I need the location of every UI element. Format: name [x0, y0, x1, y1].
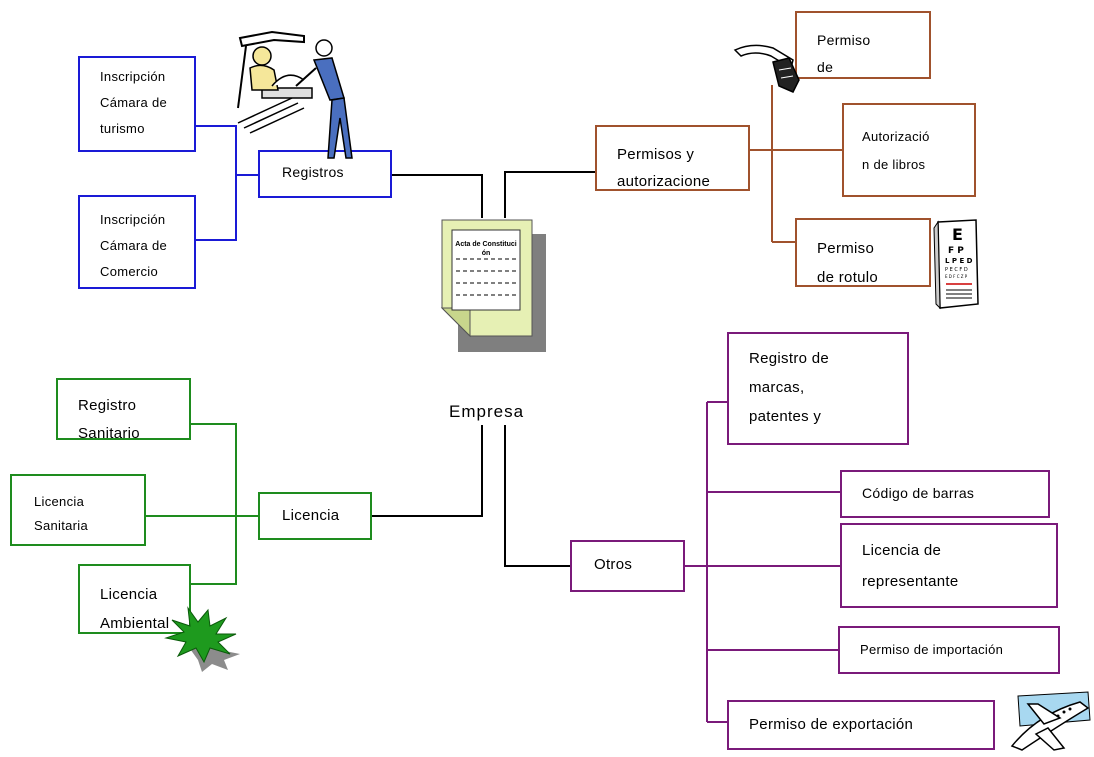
- registro-sanitario-box: Registro Sanitario: [56, 378, 191, 440]
- box-label: Registros: [282, 164, 344, 180]
- box-line: Permiso: [817, 32, 871, 48]
- box-line: de rotulo: [817, 269, 879, 286]
- box-line: Cámara de: [100, 238, 168, 253]
- svg-text:E D F C Z P: E D F C Z P: [945, 274, 968, 279]
- box-line: patentes y: [749, 408, 822, 425]
- box-line: Inscripción: [100, 212, 166, 227]
- box-line: Licencia: [100, 586, 158, 603]
- box-line: Ambiental: [100, 615, 170, 632]
- box-line: Permiso de exportación: [749, 716, 914, 733]
- licencia-representante-box: Licencia de representante: [840, 523, 1058, 608]
- box-line: autorizacione: [617, 173, 711, 190]
- box-line: n de libros: [862, 157, 926, 172]
- box-line: Comercio: [100, 264, 159, 279]
- plant-icon: [158, 606, 253, 679]
- box-label: Licencia: [282, 507, 340, 524]
- box-line: Autorizació: [862, 129, 930, 144]
- document-title: Acta de Constituci ón: [455, 241, 517, 257]
- box-line: representante: [862, 573, 959, 590]
- licencia-ambiental-box: Licencia Ambiental: [78, 564, 191, 634]
- box-line: de: [817, 59, 834, 75]
- box-line: Permiso de importación: [860, 642, 1004, 657]
- box-line: Inscripción: [100, 69, 166, 84]
- svg-text:L P E D: L P E D: [945, 257, 973, 265]
- registros-box: Registros: [258, 150, 392, 198]
- box-line: Permisos y: [617, 146, 695, 163]
- autorizacion-libros-box: Autorizació n de libros: [842, 103, 976, 197]
- eye-chart-icon: E F P L P E D P E C F D E D F C Z P: [932, 218, 980, 315]
- svg-text:P E C F D: P E C F D: [945, 267, 968, 273]
- meeting-clipart-icon: [232, 28, 362, 168]
- box-line: Cámara de: [100, 95, 168, 110]
- permiso-de-box: Permiso de: [795, 11, 931, 79]
- codigo-barras-box: Código de barras: [840, 470, 1050, 518]
- permisos-autorizaciones-box: Permisos y autorizacione: [595, 125, 750, 191]
- registro-marcas-box: Registro de marcas, patentes y: [727, 332, 909, 445]
- box-label: Otros: [594, 556, 633, 573]
- box-line: Registro de: [749, 350, 830, 367]
- licencia-sanitaria-box: Licencia Sanitaria: [10, 474, 146, 546]
- box-line: Permiso: [817, 240, 875, 257]
- box-line: Registro: [78, 397, 137, 414]
- box-line: Código de barras: [862, 485, 975, 501]
- box-line: Licencia de: [862, 542, 942, 559]
- scroll-hand-icon: [733, 40, 803, 105]
- box-line: turismo: [100, 121, 145, 136]
- box-line: Sanitario: [78, 425, 140, 440]
- permiso-importacion-box: Permiso de importación: [838, 626, 1060, 674]
- airplane-icon: [1008, 690, 1092, 757]
- licencia-box: Licencia: [258, 492, 372, 540]
- document-icon: Acta de Constituci ón: [440, 218, 550, 358]
- box-line: Sanitaria: [34, 518, 89, 533]
- box-line: marcas,: [749, 379, 805, 396]
- permiso-exportacion-box: Permiso de exportación: [727, 700, 995, 750]
- box-line: Licencia: [34, 494, 85, 509]
- otros-box: Otros: [570, 540, 685, 592]
- permiso-rotulo-box: Permiso de rotulo: [795, 218, 931, 287]
- svg-text:F P: F P: [948, 246, 964, 256]
- svg-text:E: E: [952, 225, 963, 244]
- center-label: Empresa: [449, 402, 525, 421]
- inscripcion-comercio-box: Inscripción Cámara de Comercio: [78, 195, 196, 289]
- inscripcion-turismo-box: Inscripción Cámara de turismo: [78, 56, 196, 152]
